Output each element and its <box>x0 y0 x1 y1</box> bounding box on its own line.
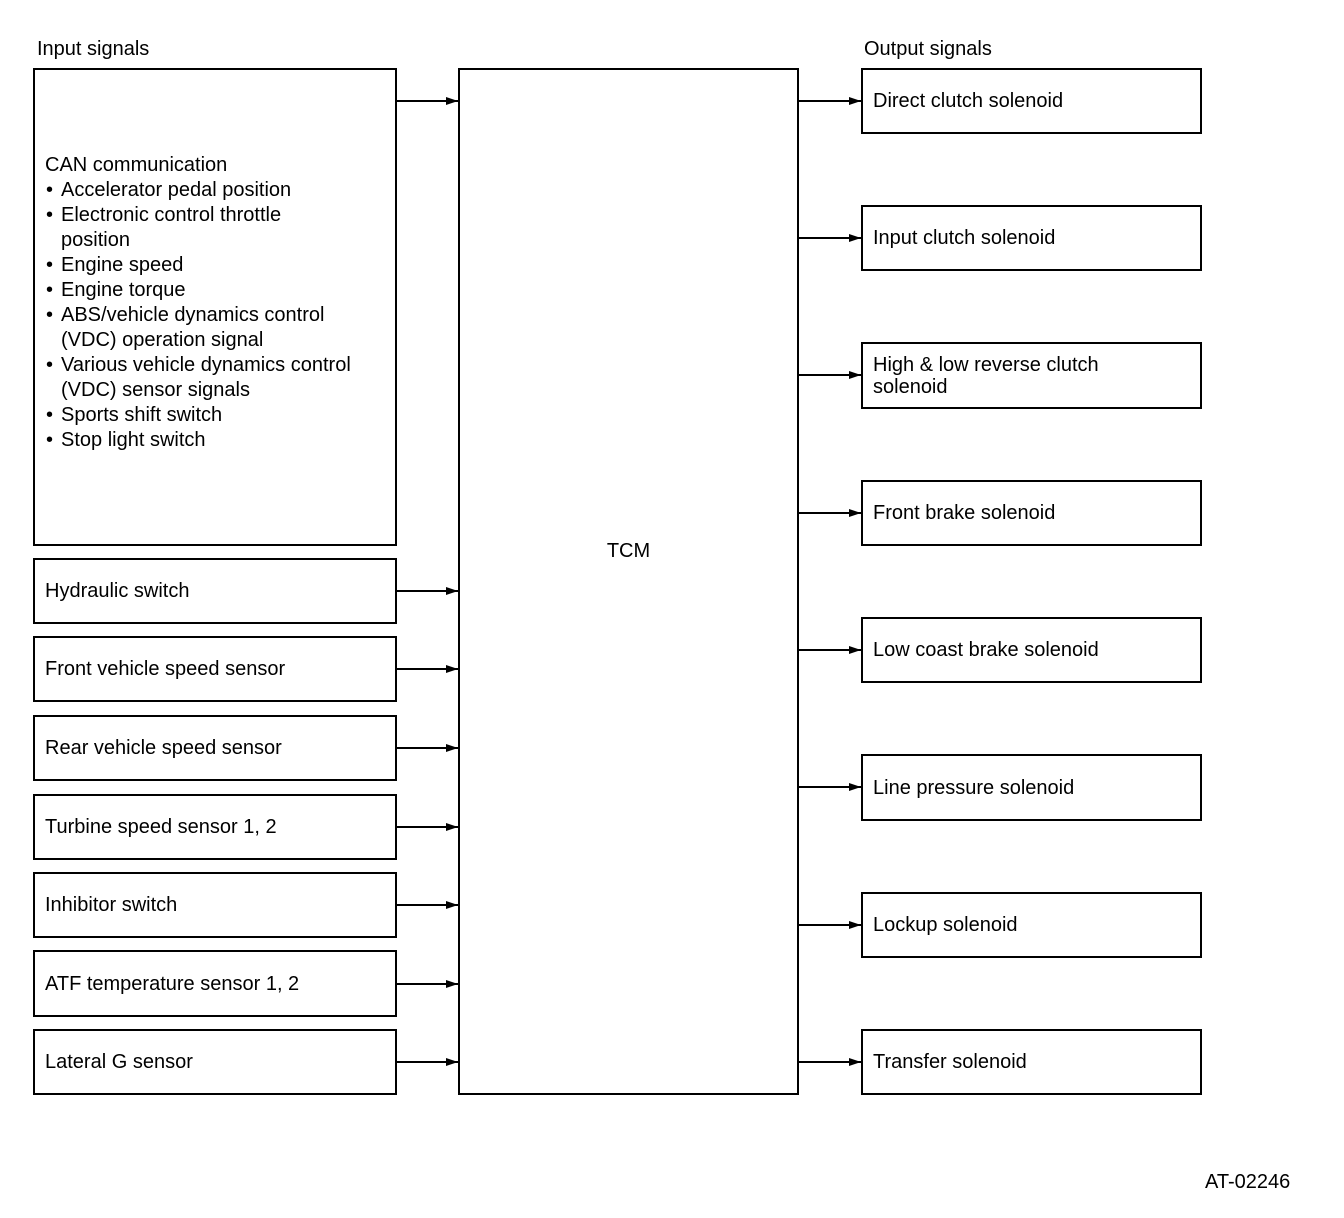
output-label: Input clutch solenoid <box>873 227 1056 249</box>
input-label: ATF temperature sensor 1, 2 <box>45 972 300 995</box>
output-label: High & low reverse clutch solenoid <box>873 353 1099 398</box>
figure-id: AT-02246 <box>1205 1171 1291 1193</box>
output-box-direct-clutch-solenoid: Direct clutch solenoid <box>861 68 1202 134</box>
can-title: CAN communication <box>45 154 228 176</box>
output-label: Low coast brake solenoid <box>873 639 1099 661</box>
input-signals-heading: Input signals <box>37 38 150 60</box>
input-label: Hydraulic switch <box>45 580 190 602</box>
output-label: Lockup solenoid <box>873 914 1018 936</box>
output-box-front-brake-solenoid: Front brake solenoid <box>861 480 1202 546</box>
input-box-lateral-g-sensor: Lateral G sensor <box>33 1029 397 1095</box>
output-box-transfer-solenoid: Transfer solenoid <box>861 1029 1202 1095</box>
can-signal-item: Electronic control throttle position <box>45 203 311 253</box>
input-label: Lateral G sensor <box>45 1051 193 1073</box>
input-box-rear-vehicle-speed-sensor: Rear vehicle speed sensor <box>33 715 397 781</box>
can-signal-item: Engine torque <box>45 278 389 303</box>
input-label: Front vehicle speed sensor <box>45 658 286 680</box>
output-label: Line pressure solenoid <box>873 776 1075 799</box>
output-label: Front brake solenoid <box>873 502 1056 524</box>
input-box-front-vehicle-speed-sensor: Front vehicle speed sensor <box>33 636 397 702</box>
can-signal-item: Sports shift switch <box>45 403 389 428</box>
output-box-lockup-solenoid: Lockup solenoid <box>861 892 1202 958</box>
can-signal-item: Accelerator pedal position <box>45 178 389 203</box>
can-signal-item: ABS/vehicle dynamics control (VDC) opera… <box>45 303 361 353</box>
can-signal-item: Various vehicle dynamics control (VDC) s… <box>45 353 391 403</box>
input-box-turbine-speed-sensor: Turbine speed sensor 1, 2 <box>33 794 397 860</box>
tcm-label: TCM <box>606 540 651 562</box>
input-label: Inhibitor switch <box>45 894 178 916</box>
output-box-input-clutch-solenoid: Input clutch solenoid <box>861 205 1202 271</box>
input-box-hydraulic-switch: Hydraulic switch <box>33 558 397 624</box>
can-signal-list: Accelerator pedal position Electronic co… <box>45 178 389 453</box>
output-box-line-pressure-solenoid: Line pressure solenoid <box>861 754 1202 821</box>
output-label: Transfer solenoid <box>873 1051 1027 1073</box>
tcm-box: TCM <box>458 68 799 1095</box>
input-label: Turbine speed sensor 1, 2 <box>45 816 277 838</box>
can-signal-item: Engine speed <box>45 253 389 278</box>
output-signals-heading: Output signals <box>864 38 992 60</box>
input-label: Rear vehicle speed sensor <box>45 737 282 759</box>
can-communication-box: CAN communication Accelerator pedal posi… <box>33 68 397 546</box>
output-label: Direct clutch solenoid <box>873 90 1064 112</box>
can-signal-item: Stop light switch <box>45 428 389 453</box>
input-box-inhibitor-switch: Inhibitor switch <box>33 872 397 938</box>
output-box-high-low-reverse-clutch-solenoid: High & low reverse clutch solenoid <box>861 342 1202 409</box>
output-box-low-coast-brake-solenoid: Low coast brake solenoid <box>861 617 1202 683</box>
input-box-atf-temperature-sensor: ATF temperature sensor 1, 2 <box>33 950 397 1017</box>
